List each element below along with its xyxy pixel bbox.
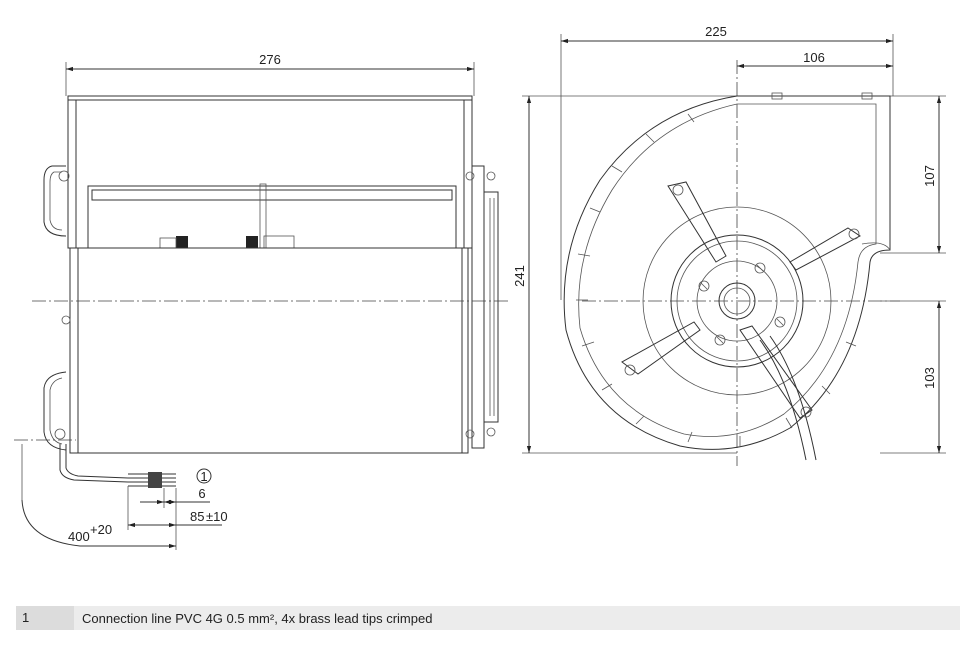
mount-screw [754, 262, 766, 274]
dim-width-left: 276 [259, 52, 281, 67]
dim-cable-length: 400 [68, 529, 90, 544]
dim-width-right: 225 [705, 24, 727, 39]
legend-number: 1 [16, 606, 74, 630]
motor-coil [246, 236, 258, 248]
mount-screw [698, 280, 710, 292]
dim-strip-long: 85 [190, 509, 204, 524]
dim-cable-length-tol: +20 [90, 522, 112, 537]
side-view: 276 [14, 52, 510, 550]
dim-outlet-offset: 106 [803, 50, 825, 65]
motor-coil [176, 236, 188, 248]
mount-screw [774, 316, 786, 328]
marker-label: 1 [200, 469, 207, 484]
front-view: 225 106 241 107 103 [512, 24, 946, 466]
mount-screw [714, 334, 726, 346]
dim-upper-to-center: 107 [922, 165, 937, 187]
dim-strip-long-tol: ±10 [206, 509, 228, 524]
legend-row: 1 Connection line PVC 4G 0.5 mm², 4x bra… [16, 606, 960, 630]
cable-lead-tips [128, 472, 176, 488]
legend-text: Connection line PVC 4G 0.5 mm², 4x brass… [82, 610, 433, 626]
dim-strip-short: 6 [198, 486, 205, 501]
technical-drawing: 276 [14, 24, 946, 550]
dim-lower-to-center: 103 [922, 367, 937, 389]
marker-circle [196, 468, 212, 484]
dim-height: 241 [512, 265, 527, 287]
